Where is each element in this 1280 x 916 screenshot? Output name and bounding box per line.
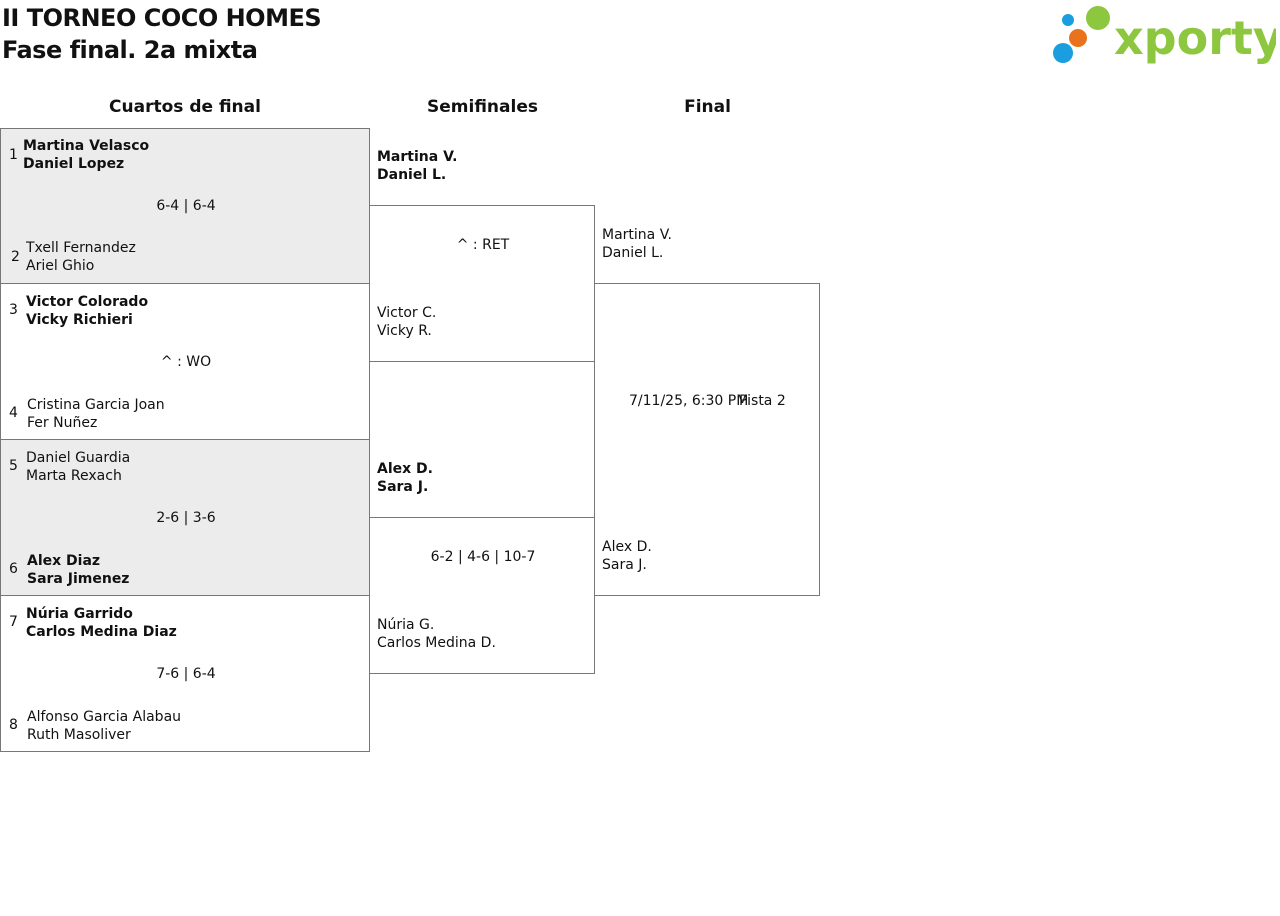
tournament-title: II TORNEO COCO HOMES [2,4,322,32]
seed-number: 5 [9,458,18,474]
quarterfinal-match-3[interactable]: 5 Daniel Guardia Marta Rexach 2-6 | 3-6 … [0,439,370,596]
team[interactable]: Cristina Garcia Joan Fer Nuñez [27,396,165,432]
final-team[interactable]: Martina V. Daniel L. [602,226,672,262]
player-name: Txell Fernandez [26,240,136,256]
match-score: 6-4 | 6-4 [156,198,216,214]
quarterfinal-match-1[interactable]: 1 Martina Velasco Daniel Lopez 6-4 | 6-4… [0,128,370,284]
player-name: Sara J. [377,479,429,495]
seed-number: 8 [9,717,18,733]
logo-text: xporty [1114,11,1276,65]
semifinal-match-2[interactable]: 6-2 | 4-6 | 10-7 Núria G. Carlos Medina … [369,517,595,674]
semifinal-1-team-winner[interactable]: Martina V. Daniel L. [377,148,457,184]
final-match[interactable]: 7/11/25, 6:30 PM Pista 2 Alex D. Sara J. [594,283,820,596]
round-heading-final: Final [684,97,731,117]
team[interactable]: Victor C. Vicky R. [377,304,436,340]
xporty-logo: xporty [1053,6,1276,65]
team[interactable]: Alfonso Garcia Alabau Ruth Masoliver [27,708,181,744]
round-heading-quarterfinals: Cuartos de final [109,97,261,117]
team[interactable]: Núria G. Carlos Medina D. [377,616,496,652]
player-name: Ruth Masoliver [27,727,131,743]
player-name: Marta Rexach [26,468,122,484]
player-name: Victor C. [377,305,437,321]
player-name: Sara Jimenez [27,571,130,587]
quarterfinal-match-2[interactable]: 3 Victor Colorado Vicky Richieri ^ : WO … [0,283,370,440]
seed-number: 7 [9,614,18,630]
player-name: Núria Garrido [26,606,133,622]
player-name: Martina V. [602,227,672,243]
player-name: Alex Diaz [27,553,101,569]
seed-number: 2 [11,249,20,265]
match-court: Pista 2 [739,393,786,409]
player-name: Victor Colorado [26,294,149,310]
player-name: Carlos Medina D. [377,635,496,651]
player-name: Martina V. [377,149,458,165]
player-name: Alex D. [377,461,433,477]
match-score: 7-6 | 6-4 [156,666,216,682]
player-name: Vicky R. [377,323,432,339]
seed-number: 6 [9,561,18,577]
match-score: ^ : WO [160,354,212,370]
seed-number: 4 [9,405,18,421]
player-name: Daniel L. [377,167,447,183]
tournament-subtitle: Fase final. 2a mixta [2,36,258,64]
player-name: Núria G. [377,617,435,633]
player-name: Daniel L. [602,245,664,261]
logo-dot-blue [1053,43,1073,63]
team-winner[interactable]: Núria Garrido Carlos Medina Diaz [26,605,177,641]
team-winner[interactable]: Victor Colorado Vicky Richieri [26,293,148,329]
logo-dot-orange [1069,29,1087,47]
player-name: Fer Nuñez [27,415,98,431]
player-name: Vicky Richieri [26,312,133,328]
semifinal-match-1[interactable]: ^ : RET Victor C. Vicky R. [369,205,595,362]
match-datetime: 7/11/25, 6:30 PM [629,393,749,409]
seed-number: 3 [9,302,18,318]
player-name: Daniel Guardia [26,450,131,466]
player-name: Alex D. [602,539,652,555]
team[interactable]: Daniel Guardia Marta Rexach [26,449,130,485]
player-name: Ariel Ghio [26,258,95,274]
match-score: 6-2 | 4-6 | 10-7 [430,549,536,565]
player-name: Carlos Medina Diaz [26,624,177,640]
player-name: Alfonso Garcia Alabau [27,709,182,725]
team[interactable]: Txell Fernandez Ariel Ghio [26,239,136,275]
player-name: Cristina Garcia Joan [27,397,165,413]
seed-number: 1 [9,147,18,163]
match-score: 2-6 | 3-6 [156,510,216,526]
player-name: Sara J. [602,557,647,573]
match-score: ^ : RET [456,237,510,253]
round-heading-semifinals: Semifinales [427,97,538,117]
semifinal-2-team-winner[interactable]: Alex D. Sara J. [377,460,433,496]
quarterfinal-match-4[interactable]: 7 Núria Garrido Carlos Medina Diaz 7-6 |… [0,595,370,752]
player-name: Martina Velasco [23,138,150,154]
logo-dot-blue-small [1062,14,1074,26]
team-winner[interactable]: Martina Velasco Daniel Lopez [23,137,149,173]
logo-dot-green [1086,6,1110,30]
final-team[interactable]: Alex D. Sara J. [602,538,652,574]
team-winner[interactable]: Alex Diaz Sara Jimenez [27,552,129,588]
player-name: Daniel Lopez [23,156,125,172]
